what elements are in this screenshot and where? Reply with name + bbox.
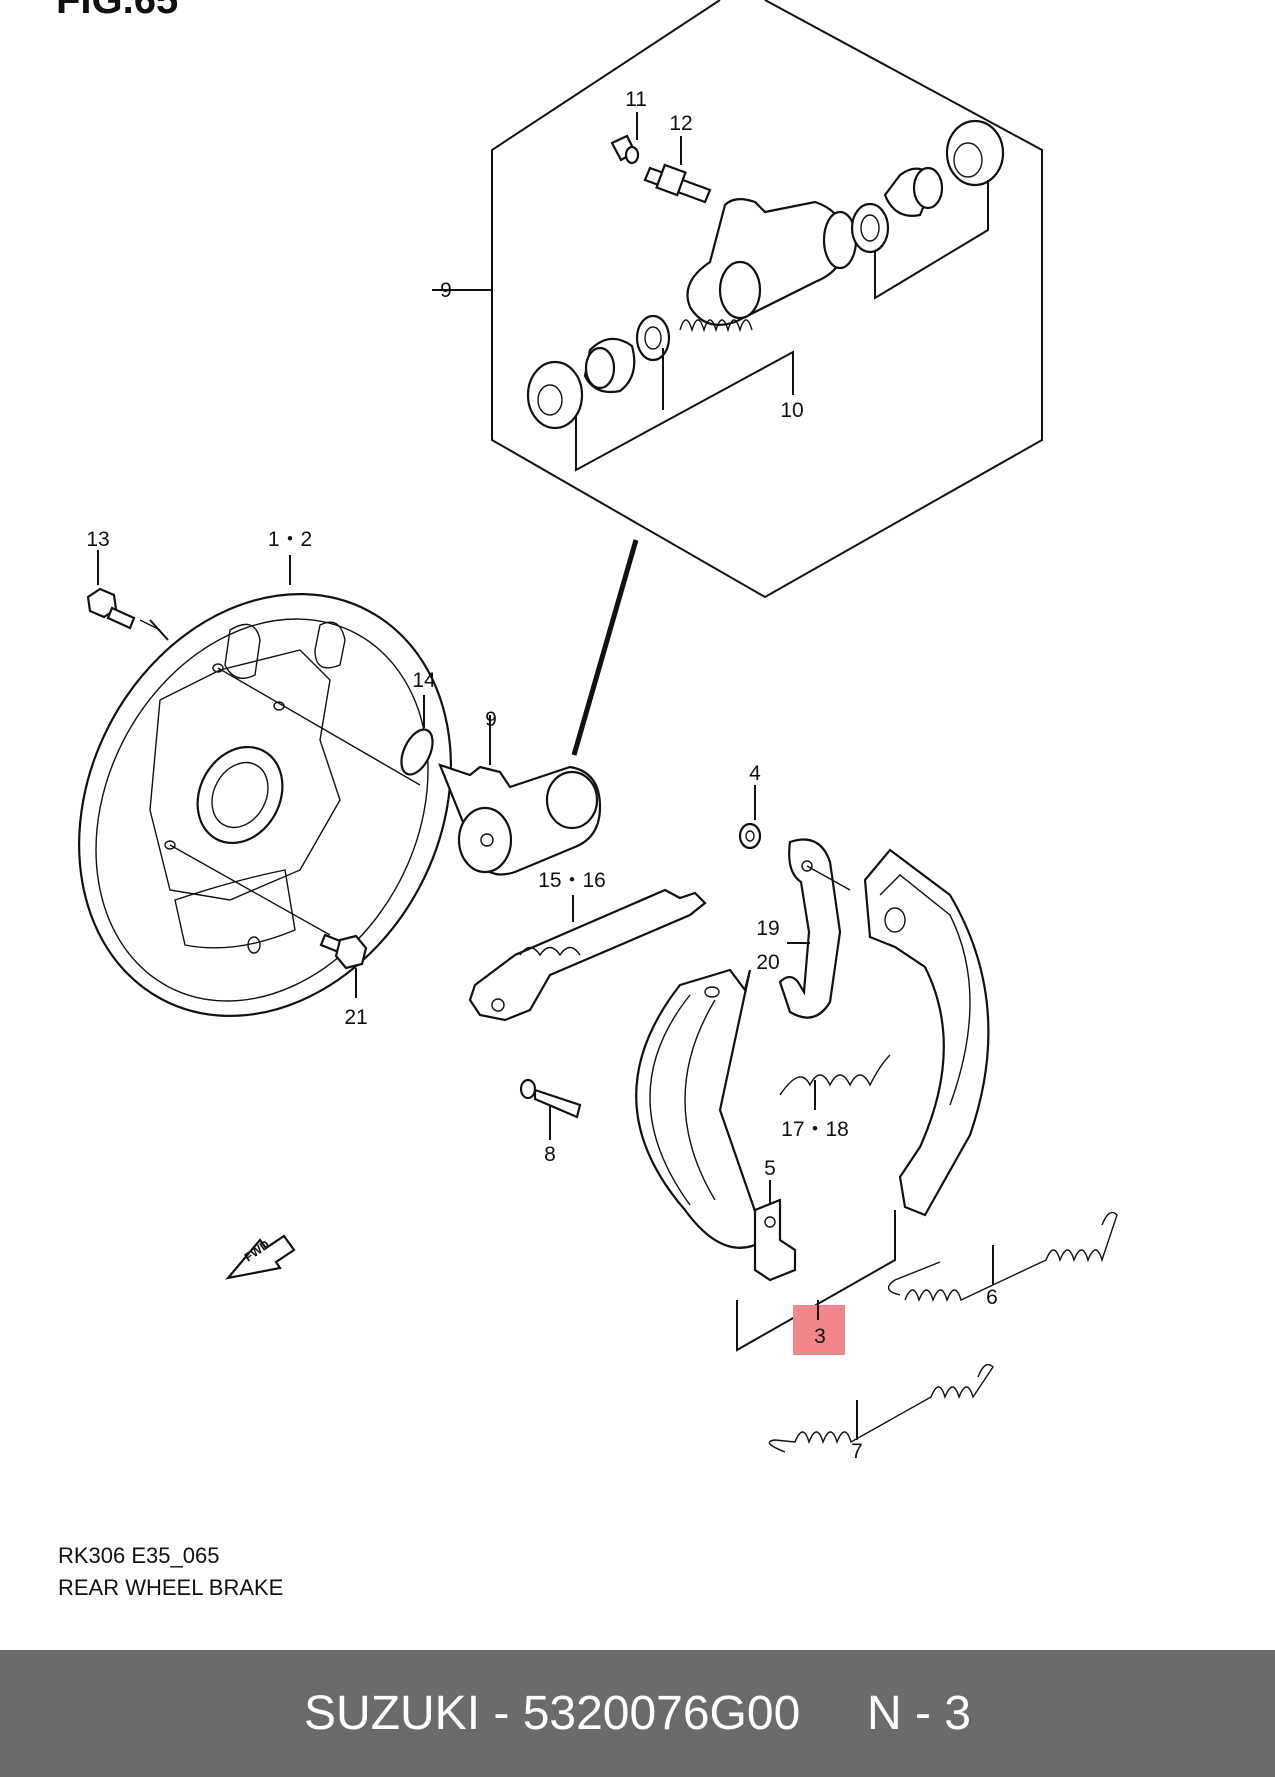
callout-10: 10 bbox=[780, 399, 803, 422]
callout-19: 19 bbox=[756, 917, 779, 940]
hold-down-pin-8 bbox=[519, 1078, 582, 1140]
figure-title: FIG.65 bbox=[56, 0, 179, 22]
spring-17-18 bbox=[779, 1054, 891, 1110]
callout-5: 5 bbox=[764, 1157, 776, 1180]
callout-21: 21 bbox=[344, 1006, 367, 1029]
part-number-footer: SUZUKI - 5320076G00 N - 3 bbox=[0, 1650, 1275, 1777]
spring-6 bbox=[887, 1211, 1118, 1303]
callout-6: 6 bbox=[986, 1286, 998, 1309]
shoe-3-leader bbox=[736, 1210, 896, 1355]
parking-lever-19-20 bbox=[778, 838, 851, 1019]
wheel-cylinder-exploded-box bbox=[491, 0, 1043, 756]
figure-code: RK306 E35_065 bbox=[58, 1543, 220, 1568]
gasket-14 bbox=[400, 695, 434, 776]
callout-9-top: 9 bbox=[440, 279, 452, 302]
clip-5 bbox=[753, 1180, 797, 1282]
callout-20: 20 bbox=[756, 951, 779, 974]
exploded-parts-diagram: FWD 11 12 9 10 13 1・2 14 9 4 15・16 19 20… bbox=[78, 0, 1118, 1463]
callout-4: 4 bbox=[749, 762, 761, 785]
figure-name: REAR WHEEL BRAKE bbox=[58, 1575, 284, 1600]
brake-shoe-right bbox=[863, 848, 990, 1217]
footer-part-number: SUZUKI - 5320076G00 N - 3 bbox=[304, 1687, 971, 1740]
bolt-21 bbox=[319, 933, 368, 998]
callout-1-2: 1・2 bbox=[268, 528, 312, 551]
callout-11: 11 bbox=[625, 88, 647, 111]
wheel-cylinder-parts bbox=[432, 112, 1005, 472]
callout-15-16: 15・16 bbox=[538, 869, 606, 892]
callout-12: 12 bbox=[669, 112, 692, 135]
callout-7: 7 bbox=[851, 1440, 863, 1463]
callout-8: 8 bbox=[544, 1143, 556, 1166]
fwd-arrow-icon: FWD bbox=[225, 1234, 296, 1280]
washer-4 bbox=[738, 785, 762, 850]
callout-13: 13 bbox=[86, 528, 109, 551]
brake-backing-plate bbox=[78, 555, 452, 1018]
wheel-cylinder-assembly bbox=[438, 715, 602, 876]
callout-3: 3 bbox=[814, 1325, 826, 1348]
brake-shoe-left bbox=[635, 968, 767, 1249]
bolt-13 bbox=[86, 550, 161, 631]
adjuster-lever-15-16 bbox=[468, 888, 707, 1022]
spring-7 bbox=[768, 1363, 994, 1453]
callout-17-18: 17・18 bbox=[781, 1118, 849, 1141]
callout-9: 9 bbox=[485, 708, 497, 731]
callout-14: 14 bbox=[412, 669, 436, 692]
